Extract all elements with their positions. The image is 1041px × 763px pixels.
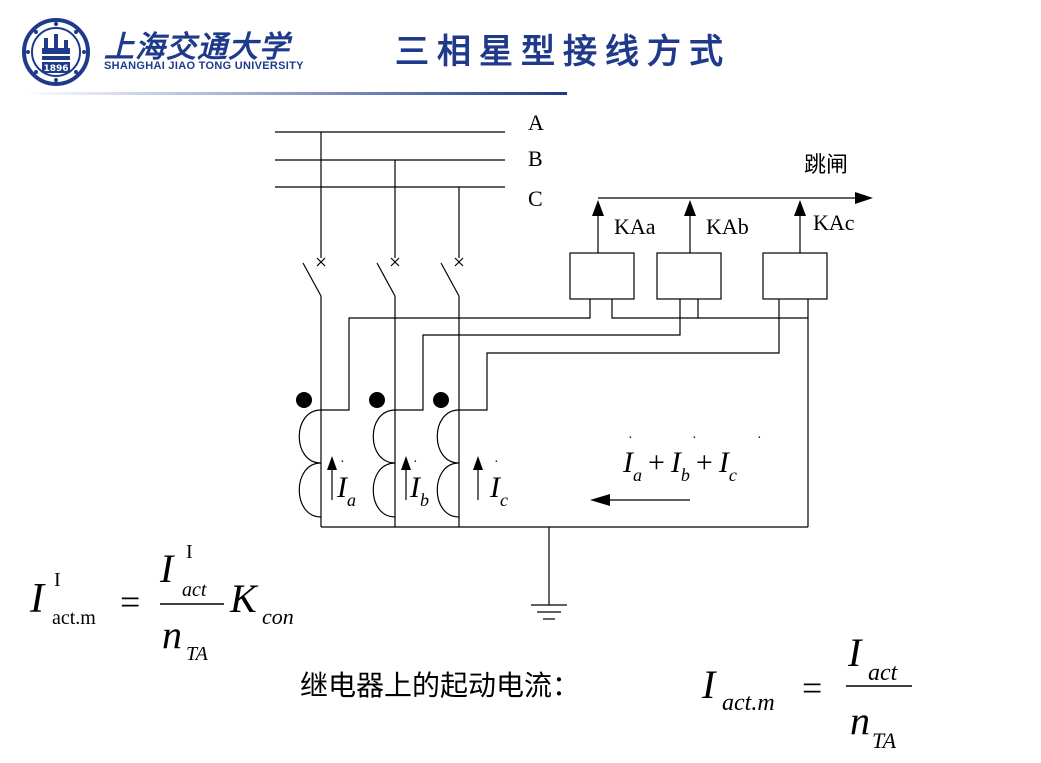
formula1-equals: = [120, 582, 140, 622]
relay-box-c [762, 252, 828, 300]
ct-coil-a [298, 409, 322, 518]
relay-box-b [656, 252, 722, 300]
polarity-dot-c [433, 392, 449, 408]
svg-text:·: · [628, 431, 633, 446]
breaker-blade-a [302, 262, 322, 297]
logo-english-text: SHANGHAI JIAO TONG UNIVERSITY [104, 60, 304, 72]
phase-current-a-symbol: I [336, 471, 349, 504]
seal-year: 1896 [43, 64, 68, 74]
svg-text:·: · [757, 431, 762, 446]
university-seal-icon: 1896 [22, 18, 90, 86]
secondary-lead-a [321, 299, 591, 411]
breaker-blade-c [440, 262, 460, 297]
relay-pickup-current-label: 继电器上的起动电流： [300, 669, 581, 702]
formula1-lhs-symbol: I [29, 576, 46, 622]
bus-label-b: B [528, 146, 543, 171]
bus-label-c: C [528, 186, 543, 211]
secondary-lead-c [459, 299, 780, 411]
relay-label-b: KAb [706, 214, 749, 239]
breaker-mark-a [316, 257, 326, 267]
formula2-lhs-symbol: I [701, 662, 717, 707]
svg-text:Ib: Ib [409, 471, 429, 510]
formula-relay-setting: I I act.m = I I act n TA K con [29, 541, 294, 665]
formula1-den-sub: TA [186, 643, 209, 665]
formula2-den-sub: TA [872, 728, 897, 753]
ct-coil-b [372, 409, 396, 518]
formula2-equals: = [802, 668, 822, 708]
relay-return-a [611, 299, 699, 319]
relay-box-a [569, 252, 635, 300]
polarity-dot-a [296, 392, 312, 408]
phase-current-a-sub: a [347, 490, 356, 510]
svg-text:Ic: Ic [489, 471, 508, 510]
relay-label-a: KAa [614, 214, 656, 239]
trip-label: 跳闸 [804, 153, 848, 178]
svg-text:·: · [494, 455, 499, 470]
formula2-den-symbol: n [850, 698, 870, 743]
polarity-dot-b [369, 392, 385, 408]
secondary-lead-b [395, 299, 681, 411]
formula1-factor-sub: con [262, 604, 294, 629]
formula1-num-sup: I [186, 541, 193, 563]
formula1-lhs-sub: act.m [52, 607, 96, 629]
relay-label-c: KAc [813, 210, 855, 235]
header-divider [22, 92, 567, 95]
relay-return-b [698, 299, 809, 319]
breaker-blade-b [376, 262, 396, 297]
phase-current-b-symbol: I [409, 471, 422, 504]
bus-label-a: A [528, 110, 544, 135]
formula-relay-pickup: I act.m = I act n TA [701, 630, 912, 753]
ct-coil-c [436, 409, 460, 518]
svg-text:Ia: Ia [336, 471, 356, 510]
sum-current-expression: Ia+Ib+Ic [622, 446, 737, 485]
formula2-num-sub: act [868, 660, 899, 686]
trip-arrow-icon [855, 192, 873, 204]
phase-current-c-symbol: I [489, 471, 502, 504]
formula1-factor-symbol: K [229, 576, 259, 621]
formula1-lhs-sup: I [54, 569, 61, 591]
formula2-lhs-sub: act.m [722, 690, 775, 716]
svg-text:·: · [692, 431, 697, 446]
phase-current-b-sub: b [420, 490, 429, 510]
breaker-mark-c [454, 257, 464, 267]
formula1-den-symbol: n [162, 612, 182, 657]
svg-text:·: · [413, 455, 418, 470]
logo-chinese-text: 上海交通大学 [104, 30, 290, 65]
formula1-num-symbol: I [159, 546, 175, 591]
page-title: 三相星型接线方式 [395, 32, 731, 72]
phase-current-c-sub: c [500, 490, 508, 510]
breaker-mark-b [390, 257, 400, 267]
formula2-num-symbol: I [847, 630, 863, 675]
formula1-num-sub: act [182, 579, 207, 601]
svg-text:·: · [340, 455, 345, 470]
